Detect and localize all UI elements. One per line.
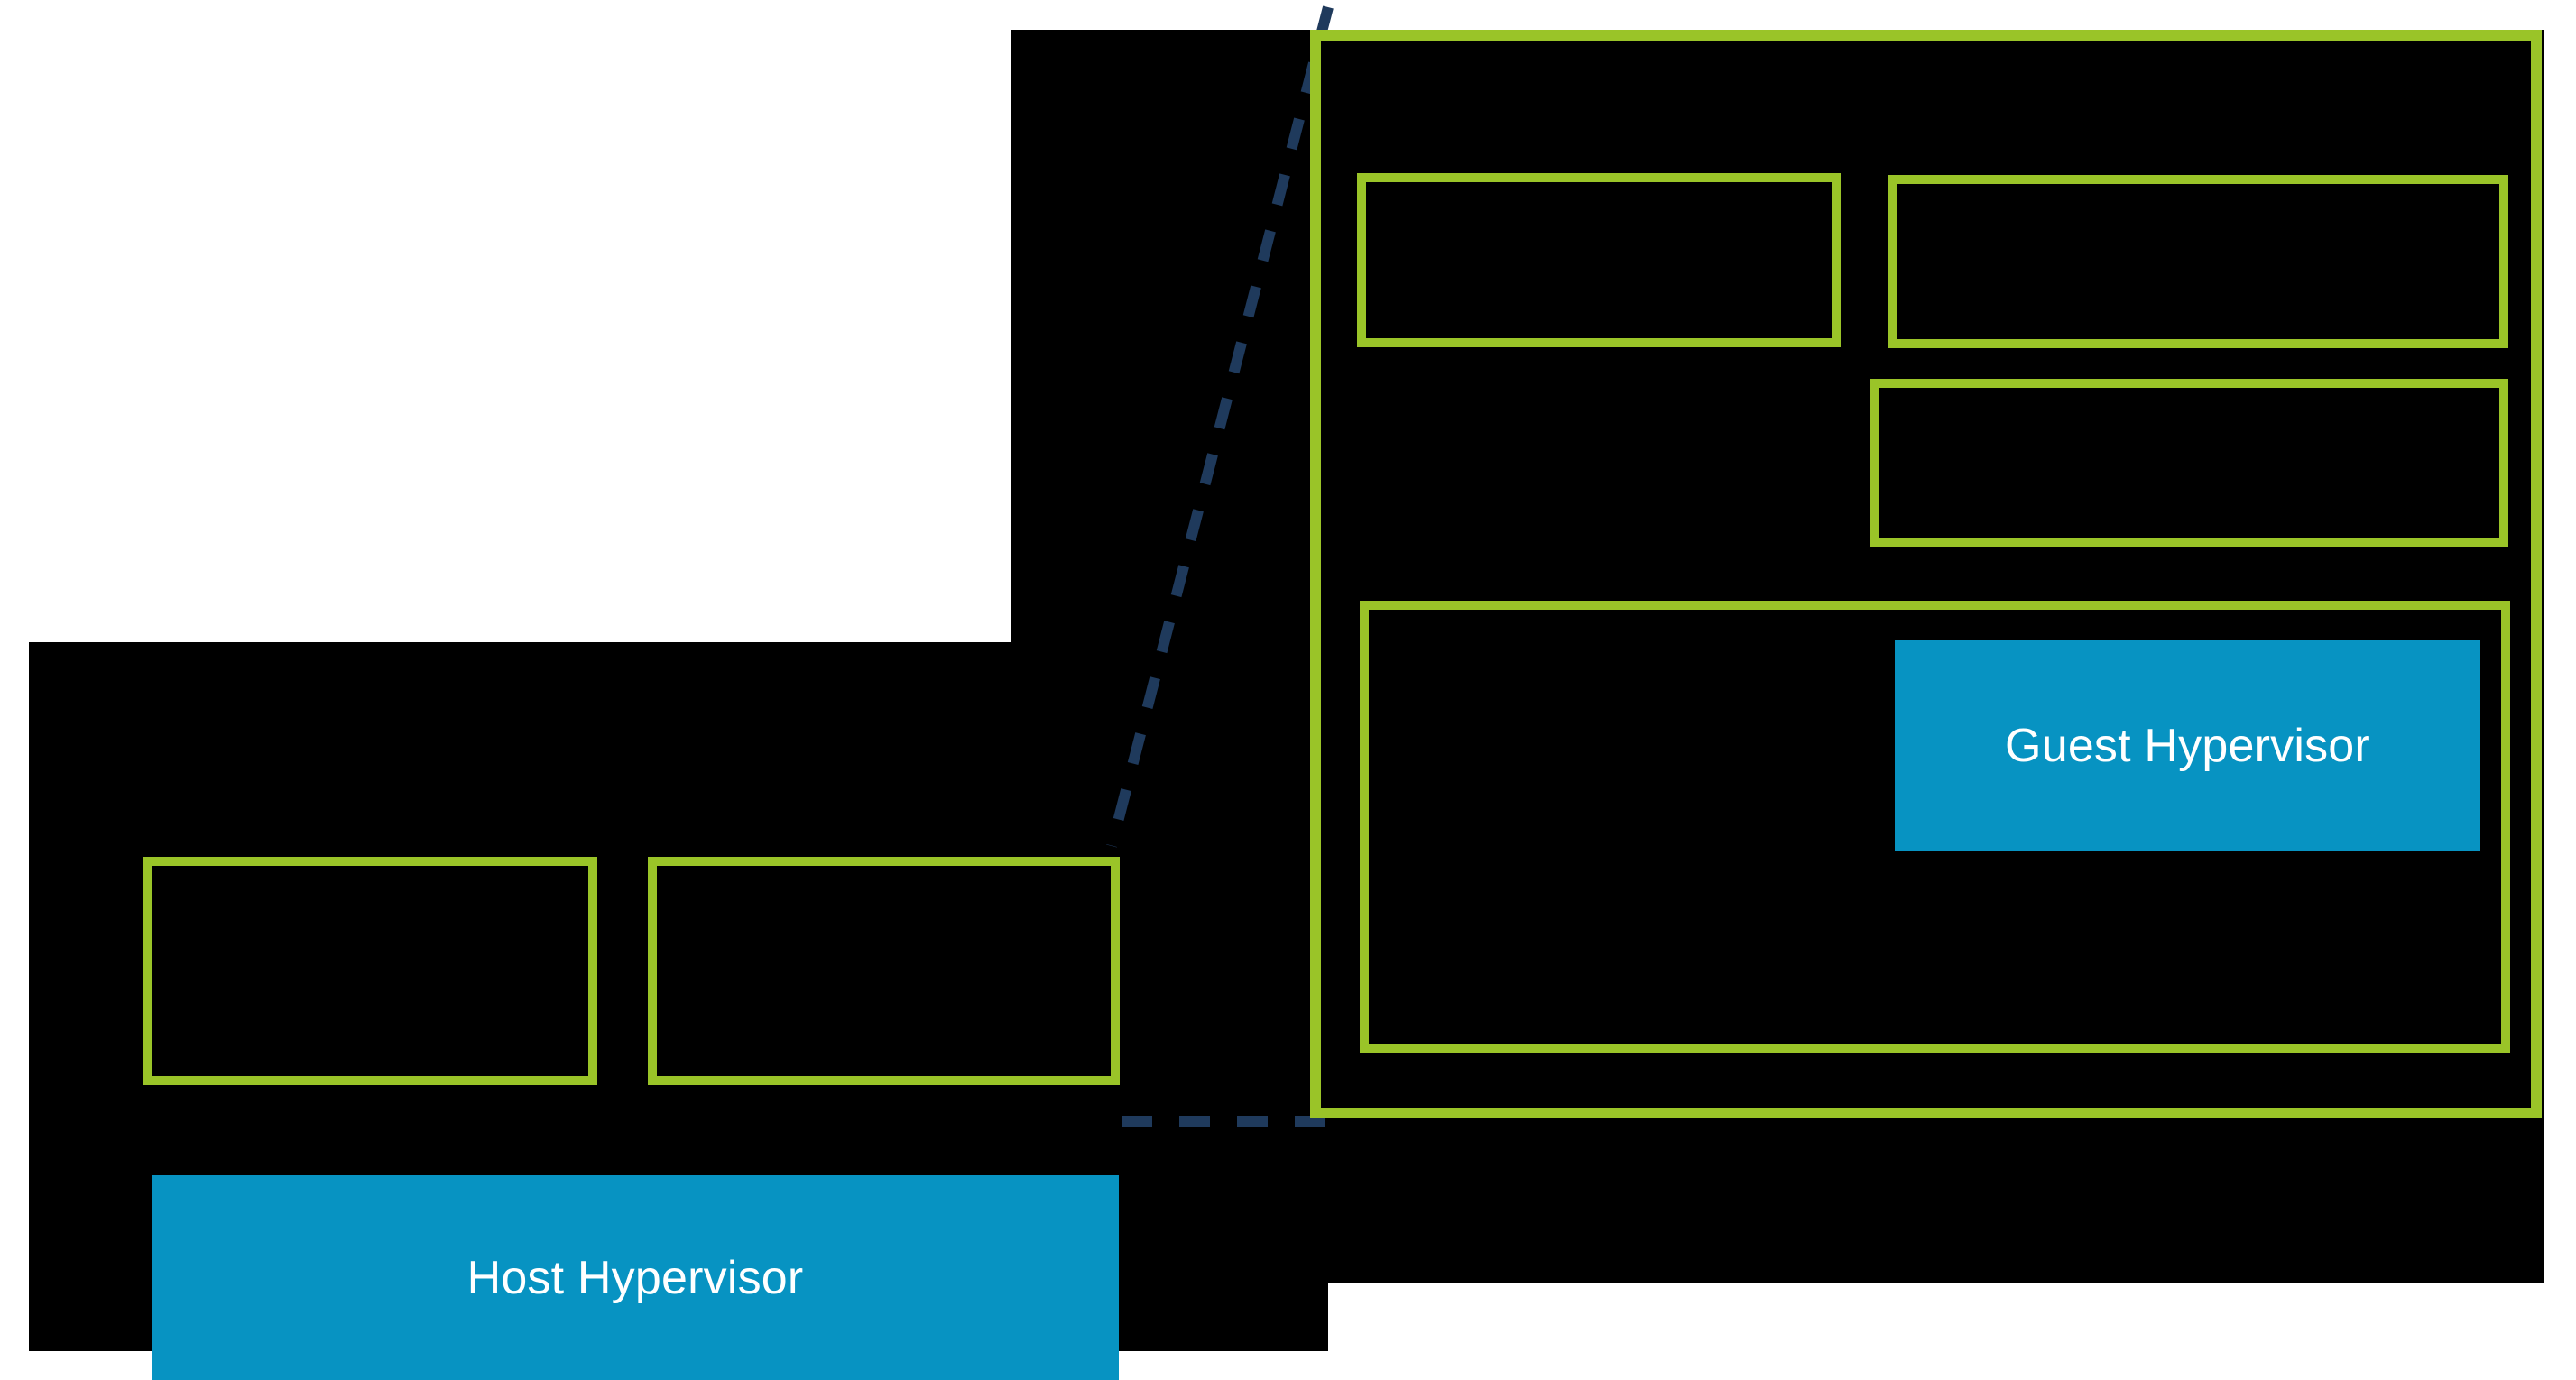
host-hypervisor-label: Host Hypervisor — [466, 1251, 804, 1304]
diagonal-dashed-connector — [1106, 5, 1334, 848]
guest-hypervisor-block[interactable]: Guest Hypervisor — [1895, 640, 2480, 851]
guest-vm-box-1[interactable] — [1357, 173, 1841, 347]
guest-vm-box-2[interactable] — [1888, 175, 2508, 348]
guest-vm-box-3[interactable] — [1870, 379, 2508, 547]
host-hypervisor-block[interactable]: Host Hypervisor — [152, 1175, 1119, 1380]
host-vm-box-2[interactable] — [648, 857, 1120, 1085]
host-vm-box-1[interactable] — [143, 857, 597, 1085]
guest-hypervisor-label: Guest Hypervisor — [2005, 719, 2370, 772]
